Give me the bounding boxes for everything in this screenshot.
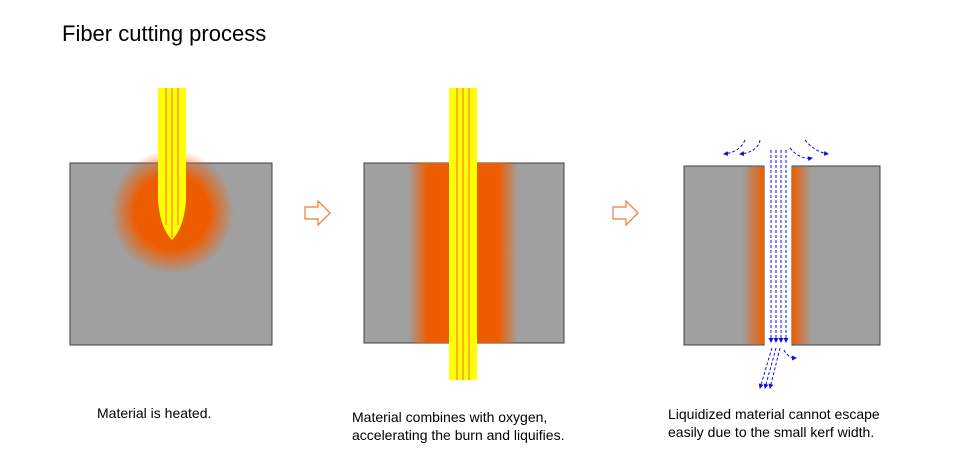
step-2-caption-line-1: Material combines with oxygen, [352,409,548,425]
melt-edge-left [742,167,764,344]
step-3-caption-line-2: easily due to the small kerf width. [668,424,875,440]
step-2-panel [363,88,565,380]
next-step-arrow-2 [612,199,639,227]
step-1-caption-line-1: Material is heated. [97,405,212,421]
step-2-caption-line-2: accelerating the burn and liquifies. [352,427,565,443]
step-1-caption: Material is heated. [97,404,211,422]
liquid-flow-arrows [723,139,829,389]
melt-edge-right [792,167,812,344]
step-2-caption: Material combines with oxygen, accelerat… [352,408,564,444]
next-step-arrow-1 [304,199,331,227]
step-3-caption-line-1: Liquidized material cannot escape [668,406,880,422]
step-3-panel [683,139,881,389]
step-3-caption: Liquidized material cannot escape easily… [668,405,880,441]
laser-beam-1 [158,88,186,240]
laser-beam-2 [449,88,477,380]
page-title: Fiber cutting process [62,21,267,46]
step-1-panel [69,88,273,346]
